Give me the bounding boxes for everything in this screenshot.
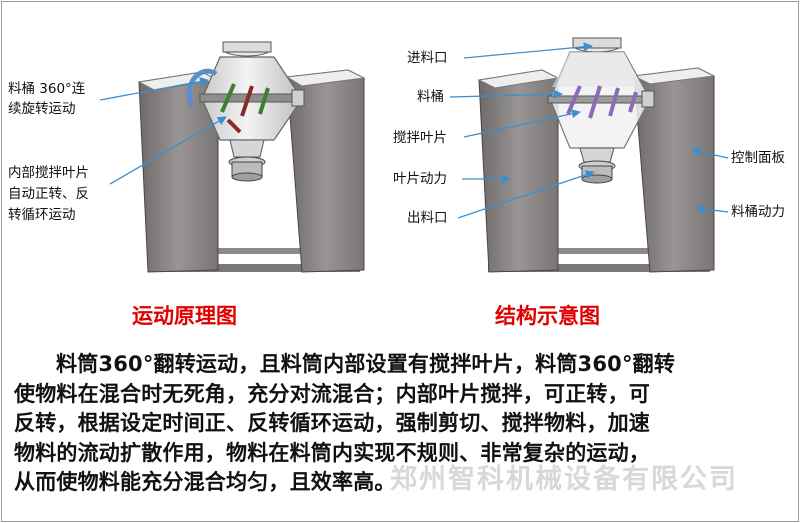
label-outlet: 出料口	[407, 210, 448, 226]
label-blades: 搅拌叶片	[393, 130, 447, 146]
description-line-5: 从而使物料能充分混合均匀，且效率高。	[14, 470, 396, 494]
right-machine	[477, 37, 716, 273]
leader-arrows	[99, 42, 729, 219]
description-line-3: 反转，根据设定时间正、反转循环运动，强制剪切、搅拌物料，加速	[14, 411, 650, 435]
label-inlet: 进料口	[407, 50, 448, 66]
description-line-4: 物料的流动扩散作用，物料在料筒内实现不规则、非常复杂的运动，	[14, 440, 650, 465]
label-control-panel: 控制面板	[731, 150, 785, 166]
label-blades-line2: 自动正转、反	[8, 186, 89, 202]
label-barrel-rotation-line2: 续旋转运动	[8, 101, 76, 117]
diagram-illustration	[99, 37, 729, 273]
caption-motion-principle: 运动原理图	[132, 304, 237, 328]
description-line-2: 使物料在混合时无死角，充分对流混合；内部叶片搅拌，可正转，可	[14, 381, 650, 406]
description-line-1: 料筒360°翻转运动，且料筒内部设置有搅拌叶片，料筒360°翻转	[56, 352, 676, 376]
label-barrel-power: 料桶动力	[731, 204, 785, 220]
company-watermark: 郑州智科机械设备有限公司	[390, 464, 738, 495]
label-barrel: 料桶	[417, 89, 444, 105]
label-blade-power: 叶片动力	[393, 171, 447, 187]
caption-structure: 结构示意图	[495, 304, 600, 328]
left-machine	[137, 41, 366, 273]
label-blades-line1: 内部搅拌叶片	[8, 165, 89, 181]
label-blades-line3: 转循环运动	[8, 207, 76, 223]
label-barrel-rotation-line1: 料桶 360°连	[8, 81, 86, 97]
description-paragraph: 料筒360°翻转运动，且料筒内部设置有搅拌叶片，料筒360°翻转 使物料在混合时…	[14, 350, 794, 498]
